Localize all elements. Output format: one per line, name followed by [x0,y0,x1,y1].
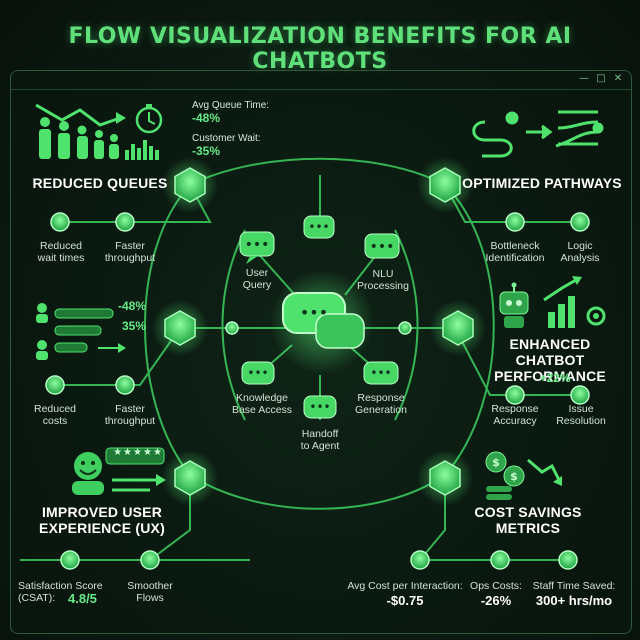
node-smoother-flows[interactable] [140,550,160,570]
node-center-left[interactable] [225,321,239,335]
maximize-icon[interactable]: □ [596,73,606,84]
close-icon[interactable]: ✕ [613,73,623,84]
faster-throughput-label-1: Faster throughput [104,240,156,265]
smoother-flows-label: Smoother Flows [127,580,173,605]
csat-label: Satisfaction Score (CSAT): [18,580,103,605]
node-csat[interactable] [60,550,80,570]
knowledge-base-label: Knowledge Base Access [231,392,293,417]
node-reduced-costs[interactable] [45,375,65,395]
ops-costs-value: -26% [480,593,512,608]
progress-users-icon [36,303,126,360]
svg-text:•••: ••• [300,303,328,322]
reduced-wait-times-label: Reduced wait times [37,240,85,265]
svg-text:•••: ••• [245,237,270,253]
queue-time-value: -48% [192,111,221,125]
staff-time-label: Staff Time Saved: [532,580,616,592]
coins-dollar-icon: $ $ [485,451,562,500]
chat-bubble-top-icon: ••• [303,215,335,239]
hex-node-mid-left[interactable] [152,300,208,356]
node-ops-costs[interactable] [490,550,510,570]
chat-bubble-nlu-icon: ••• [364,233,400,259]
csat-value: 4.8/5 [68,591,97,606]
svg-text:•••: ••• [309,400,330,414]
node-response-accuracy[interactable] [505,385,525,405]
customer-wait-value: -35% [192,144,221,158]
node-logic[interactable] [570,212,590,232]
svg-text:•••: ••• [308,220,329,234]
nlu-processing-label: NLU Processing [357,268,409,293]
staff-time-value: 300+ hrs/mo [535,593,613,608]
node-bottleneck[interactable] [505,212,525,232]
handoff-label: Handoff to Agent [300,428,340,453]
bar-chart-small-icon [125,140,159,160]
robot-icon [499,282,529,328]
hex-node-bottom-left[interactable] [162,450,218,506]
node-issue-resolution[interactable] [570,385,590,405]
response-generation-label: Response Generation [355,392,407,417]
node-avg-cost[interactable] [410,550,430,570]
chat-bubble-knowledge-icon: ••• [241,361,275,385]
reduced-costs-label: Reduced costs [33,403,77,428]
rating-stars: ★★★★★ [113,447,163,458]
chat-bubble-user-query-icon: ••• [239,231,275,264]
ops-costs-label: Ops Costs: [470,580,522,592]
svg-text:•••: ••• [247,366,268,380]
mid-stat-2: 35% [122,319,147,333]
enhanced-performance-heading: ENHANCED CHATBOT PERFORMANCE [494,336,606,385]
node-center-right[interactable] [398,321,412,335]
chat-bubble-handoff-icon: ••• [303,395,337,419]
cost-savings-heading: COST SAVINGS METRICS [474,504,582,537]
bottleneck-label: Bottleneck Identification [485,240,545,265]
hex-node-mid-right[interactable] [430,300,486,356]
queue-time-label: Avg Queue Time: [192,100,270,111]
stopwatch-icon [135,104,163,134]
chat-bubble-response-icon: ••• [363,361,399,385]
node-staff-time[interactable] [558,550,578,570]
logic-analysis-label: Logic Analysis [560,240,600,265]
mid-stat-1: -48% [118,299,147,313]
chat-bubble-icons: ••• ••• ••• ••• ••• ••• [239,215,400,419]
svg-text:•••: ••• [370,366,391,380]
queue-people-icon [35,103,126,159]
node-faster-throughput-1[interactable] [115,212,135,232]
issue-resolution-label: Issue Resolution [556,403,606,428]
ux-heading: IMPROVED USER EXPERIENCE (UX) [39,504,165,537]
customer-wait-label: Customer Wait: [192,133,261,144]
avg-cost-value: -$0.75 [386,593,424,608]
minimize-icon[interactable]: — [579,73,589,84]
hex-node-top-left[interactable] [162,157,218,213]
svg-text:•••: ••• [370,239,395,255]
avg-cost-label: Avg Cost per Interaction: [347,580,463,592]
hex-node-top-right[interactable] [417,157,473,213]
faster-throughput-label-2: Faster throughput [104,403,156,428]
node-faster-throughput-2[interactable] [115,375,135,395]
performance-stat: +22% [539,371,571,385]
svg-text:$: $ [510,470,518,483]
node-reduced-wait[interactable] [50,212,70,232]
happy-user-icon [72,447,166,495]
svg-text:$: $ [492,456,500,469]
pathway-route-icon [472,110,604,158]
response-accuracy-label: Response Accuracy [491,403,539,428]
circle-nodes [45,212,590,570]
hex-node-bottom-right[interactable] [417,450,473,506]
reduced-queues-heading: REDUCED QUEUES [32,175,168,191]
optimized-pathways-heading: OPTIMIZED PATHWAYS [462,175,622,191]
page-title: FLOW VISUALIZATION BENEFITS FOR AI CHATB… [68,24,572,74]
window-titlebar: — □ ✕ [11,71,631,90]
gear-icon [586,306,606,326]
user-query-label: User Query [242,267,272,292]
chat-bubble-center-icon: ••• [270,270,374,374]
growth-bars-icon [543,276,582,328]
